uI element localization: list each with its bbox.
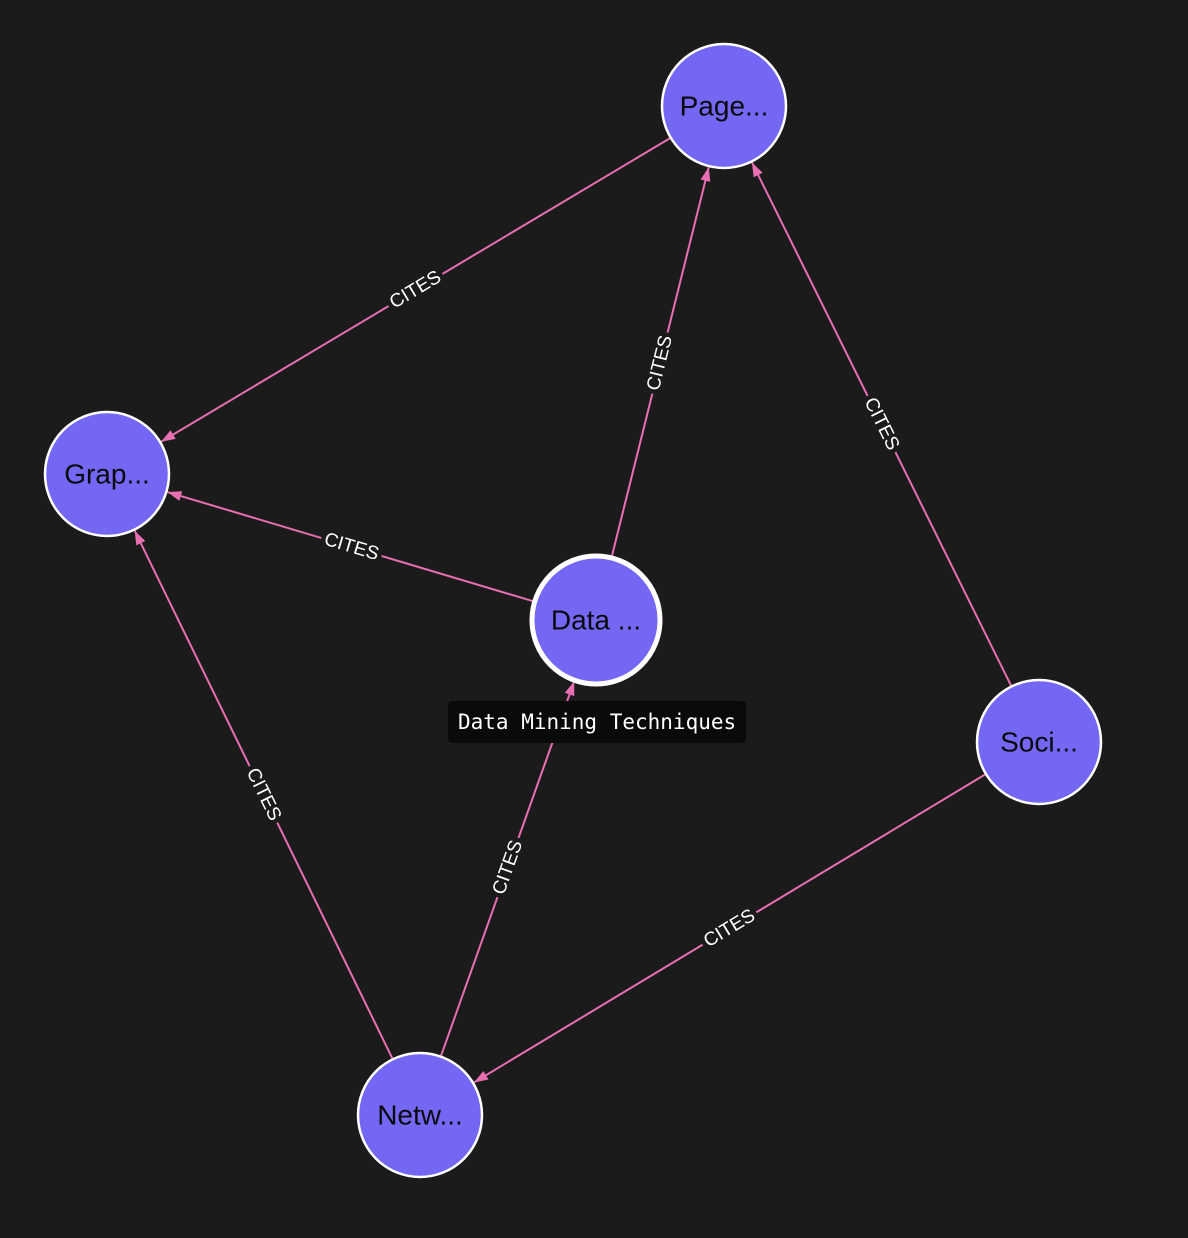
arrow-head-icon — [564, 681, 575, 697]
edge-soci-page[interactable] — [751, 162, 1013, 687]
edge-netw-data[interactable] — [439, 680, 576, 1057]
edge-label: CITES — [489, 838, 528, 898]
arrow-head-icon — [700, 167, 711, 182]
node-data[interactable]: Data ... — [529, 553, 663, 687]
edge-label: CITES — [242, 765, 285, 824]
node-circle[interactable] — [660, 42, 788, 170]
arrow-head-icon — [134, 530, 146, 546]
node-circle[interactable] — [529, 553, 663, 687]
edge-soci-netw[interactable] — [473, 773, 987, 1084]
arrow-head-icon — [161, 430, 176, 442]
arrow-head-icon — [751, 162, 763, 178]
node-grap[interactable]: Grap... — [43, 410, 171, 538]
edge-label: CITES — [700, 905, 759, 952]
edge-netw-grap[interactable] — [133, 530, 394, 1060]
node-circle[interactable] — [356, 1051, 484, 1179]
node-tooltip: Data Mining Techniques — [448, 701, 747, 743]
node-circle[interactable] — [43, 410, 171, 538]
edge-data-grap[interactable] — [167, 491, 535, 603]
edge-label: CITES — [860, 394, 904, 453]
node-soci[interactable]: Soci... — [975, 678, 1103, 806]
node-circle[interactable] — [975, 678, 1103, 806]
edge-label: CITES — [386, 267, 445, 314]
edge-label: CITES — [643, 333, 677, 392]
nodes-layer: Page... Grap... Data ... Soci... Netw... — [43, 42, 1103, 1179]
arrow-head-icon — [473, 1070, 489, 1083]
edge-label: CITES — [322, 529, 382, 565]
edges-layer — [133, 136, 1013, 1084]
node-netw[interactable]: Netw... — [356, 1051, 484, 1179]
node-page[interactable]: Page... — [660, 42, 788, 170]
edge-page-grap[interactable] — [160, 136, 672, 443]
edge-data-page[interactable] — [610, 166, 710, 559]
arrow-head-icon — [167, 491, 183, 501]
